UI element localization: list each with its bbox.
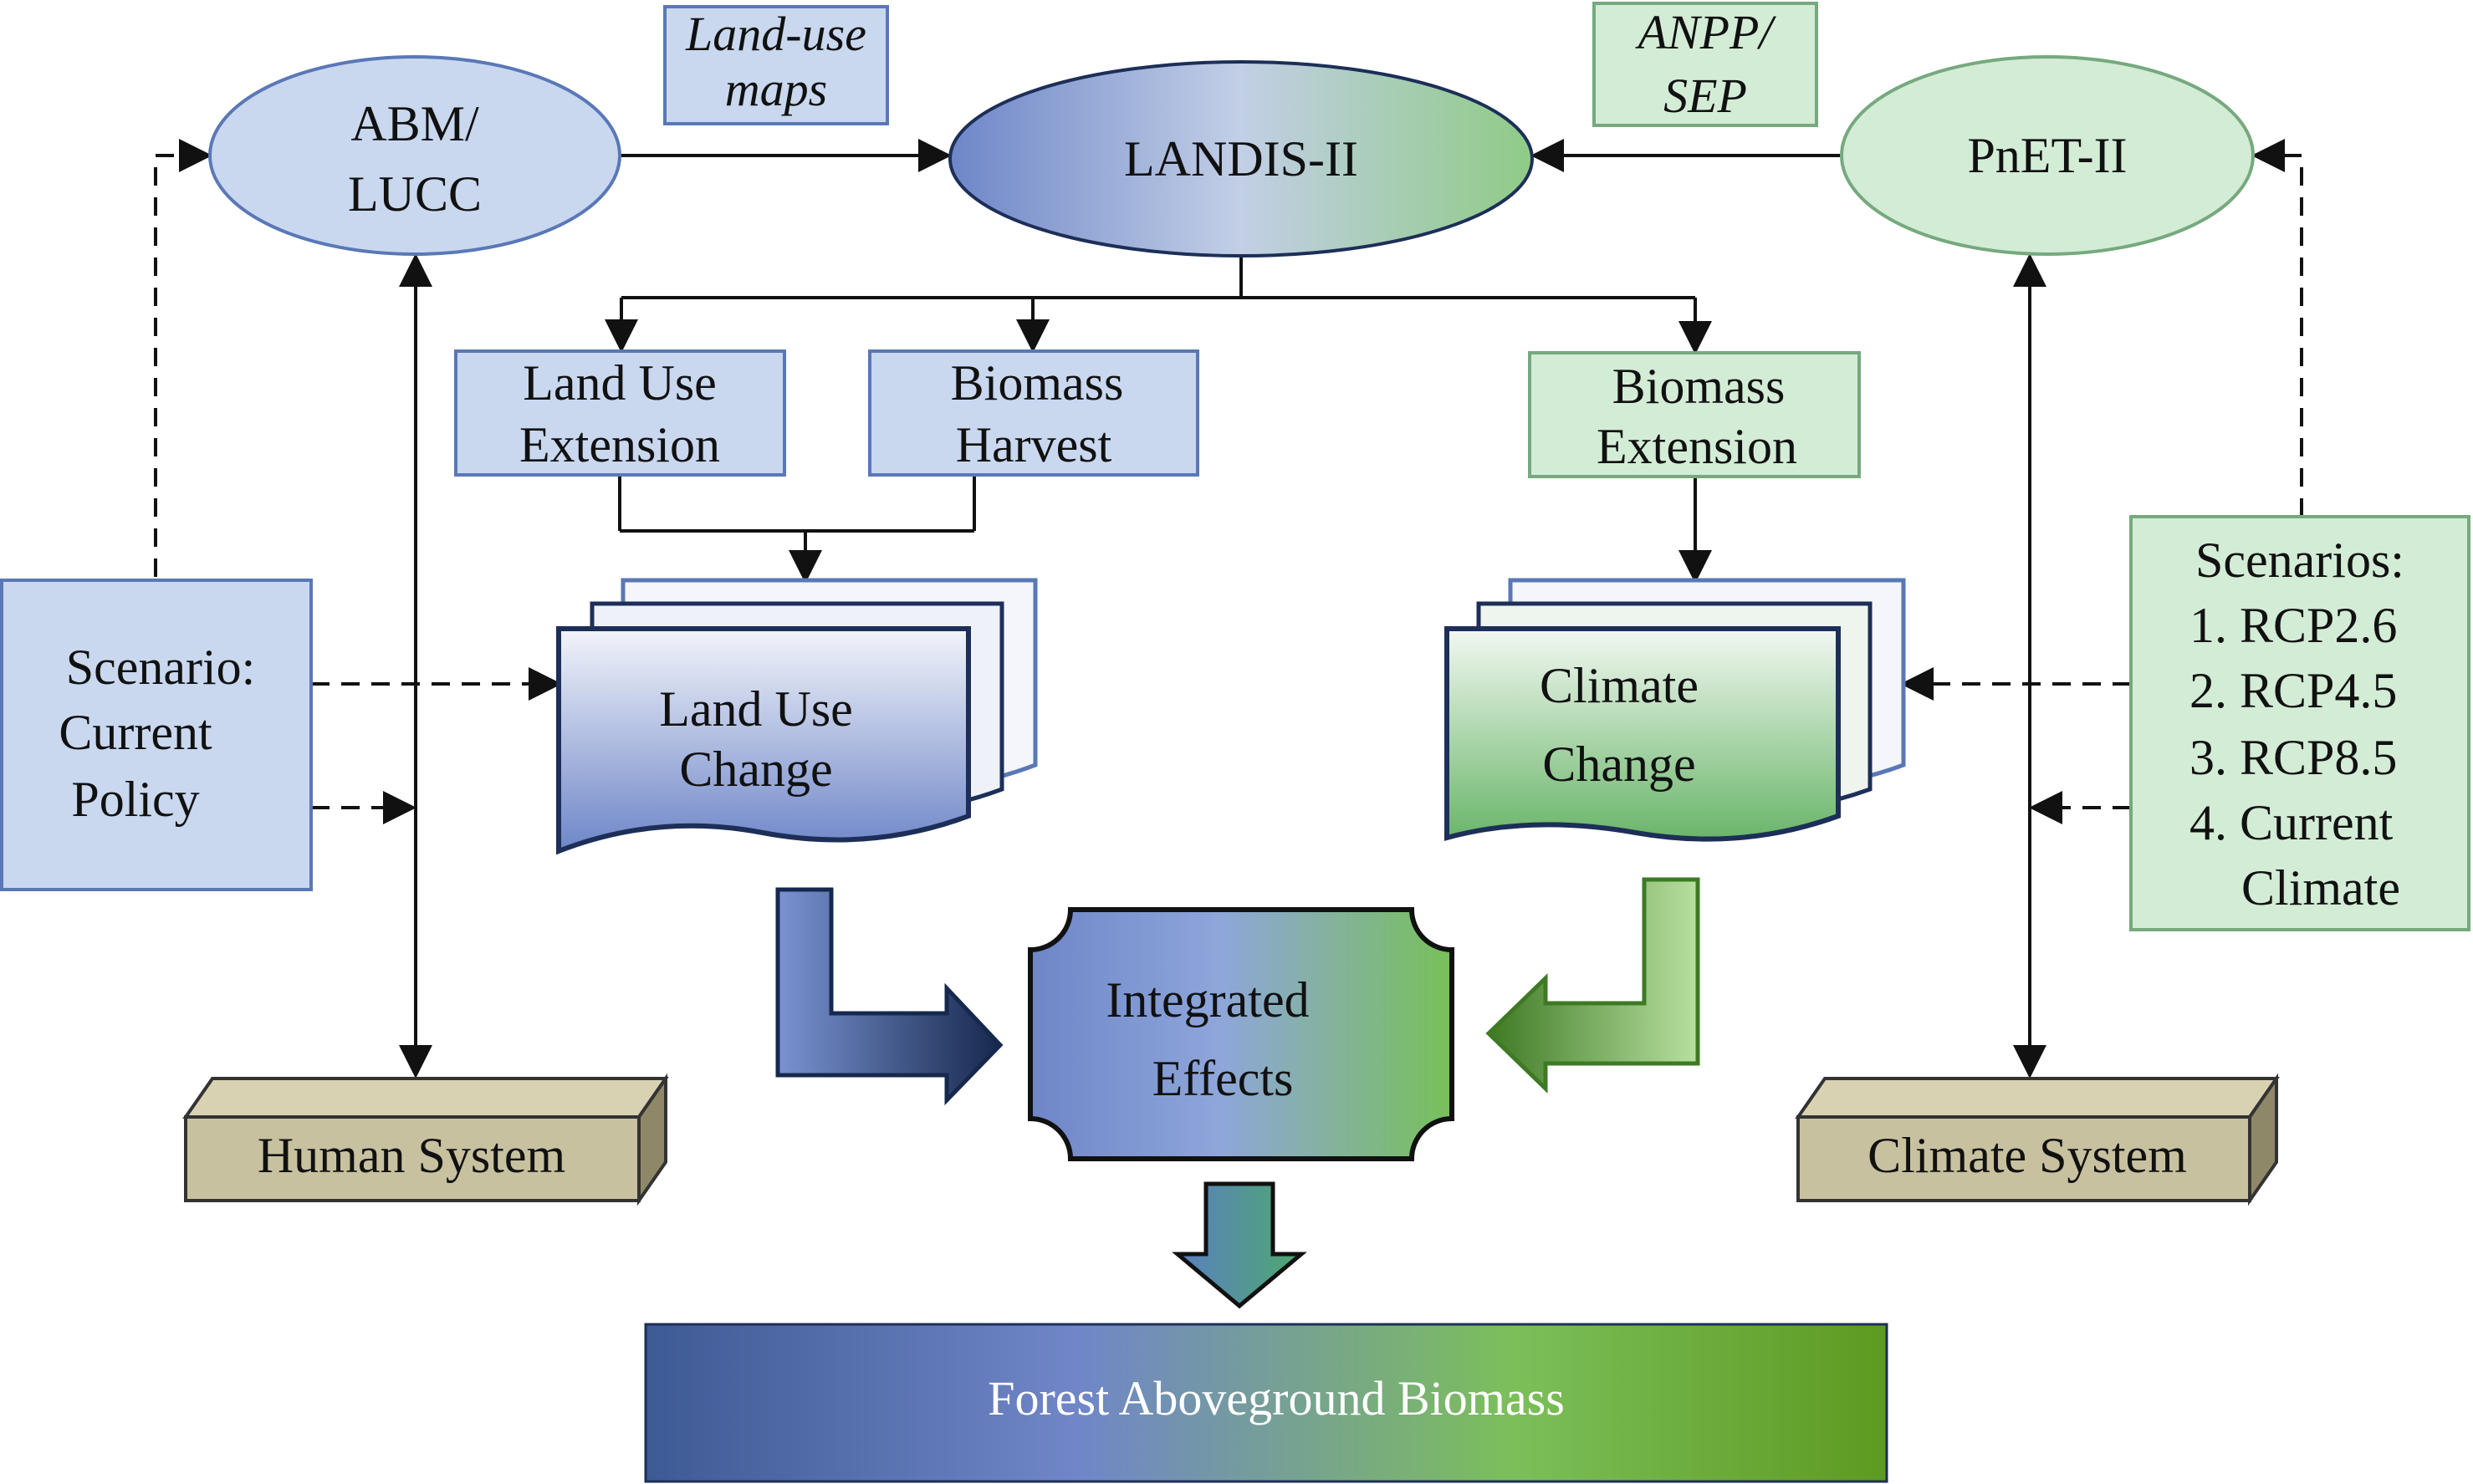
land-use-change-label-2: Change	[679, 742, 832, 797]
land-use-change-label-1: Land Use	[659, 681, 853, 737]
biomass-extension-label-1: Biomass	[1612, 359, 1786, 414]
land-use-maps-node: Land-use maps	[663, 5, 889, 125]
abm-lucc-label-1: ABM/	[350, 96, 479, 151]
land-use-extension-node: Land Use Extension	[454, 349, 786, 477]
scenario-item-4: 4. Current	[2189, 795, 2394, 850]
land-use-extension-label-2: Extension	[519, 417, 720, 472]
climate-system-node: Climate System	[1795, 1073, 2280, 1206]
land-use-maps-label-1: Land-use	[685, 7, 866, 61]
dashed-policy-to-abm	[154, 139, 212, 577]
climate-system-label: Climate System	[1868, 1128, 2187, 1183]
pnet-label: PnET-II	[1967, 128, 2127, 183]
extensions-to-luc-connector	[618, 475, 976, 584]
forest-biomass-label: Forest Aboveground Biomass	[988, 1371, 1565, 1425]
land-use-extension-label-1: Land Use	[523, 355, 717, 411]
integrated-to-forest-arrow	[1172, 1181, 1307, 1309]
abm-lucc-node: ABM/ LUCC	[208, 55, 621, 256]
scenario-item-3: 3. RCP8.5	[2189, 730, 2397, 785]
scenario-policy-label-2: Current	[59, 705, 212, 760]
abm-lucc-label-2: LUCC	[348, 166, 482, 222]
scenario-policy-node: Scenario: Current Policy	[0, 579, 313, 891]
dashed-scenarios-to-pnet	[2251, 139, 2303, 517]
anpp-sep-label-2: SEP	[1663, 69, 1747, 123]
luc-to-integrated-arrow	[775, 887, 1004, 1106]
cc-to-integrated-arrow	[1485, 877, 1700, 1094]
anpp-sep-node: ANPP/ SEP	[1592, 2, 1818, 127]
human-system-label: Human System	[258, 1128, 565, 1183]
scenario-item-5: Climate	[2241, 860, 2400, 915]
anpp-sep-label-1: ANPP/	[1634, 5, 1776, 59]
land-use-maps-label-2: maps	[725, 62, 827, 116]
biomass-harvest-label-1: Biomass	[951, 355, 1124, 411]
scenarios-title: Scenarios:	[2195, 533, 2404, 588]
biomass-harvest-node: Biomass Harvest	[868, 349, 1199, 477]
pnet-node: PnET-II	[1840, 55, 2255, 256]
climate-change-node: Climate Change	[1444, 578, 1906, 842]
integrated-effects-node: Integrated Effects	[1028, 907, 1454, 1161]
human-system-node: Human System	[182, 1073, 669, 1206]
scenarios-climate-node: Scenarios: 1. RCP2.6 2. RCP4.5 3. RCP8.5…	[2129, 515, 2470, 931]
integrated-effects-label-2: Effects	[1152, 1051, 1294, 1106]
biomass-harvest-label-2: Harvest	[956, 417, 1112, 472]
scenario-policy-label-1: Scenario:	[66, 640, 256, 695]
landis-branch-connector	[605, 255, 1712, 354]
landis-label: LANDIS-II	[1124, 131, 1358, 186]
scenario-item-1: 1. RCP2.6	[2189, 598, 2397, 653]
land-use-change-node: Land Use Change	[556, 578, 1038, 855]
forest-biomass-node: Forest Aboveground Biomass	[644, 1323, 1888, 1483]
climate-change-label-1: Climate	[1540, 658, 1699, 713]
scenario-policy-label-3: Policy	[71, 772, 199, 827]
integrated-effects-label-1: Integrated	[1106, 972, 1309, 1028]
scenario-item-2: 2. RCP4.5	[2189, 663, 2397, 718]
landis-node: LANDIS-II	[948, 60, 1534, 258]
climate-change-label-2: Change	[1542, 737, 1695, 792]
biomass-extension-node: Biomass Extension	[1528, 351, 1861, 478]
biomass-extension-label-2: Extension	[1597, 419, 1797, 474]
